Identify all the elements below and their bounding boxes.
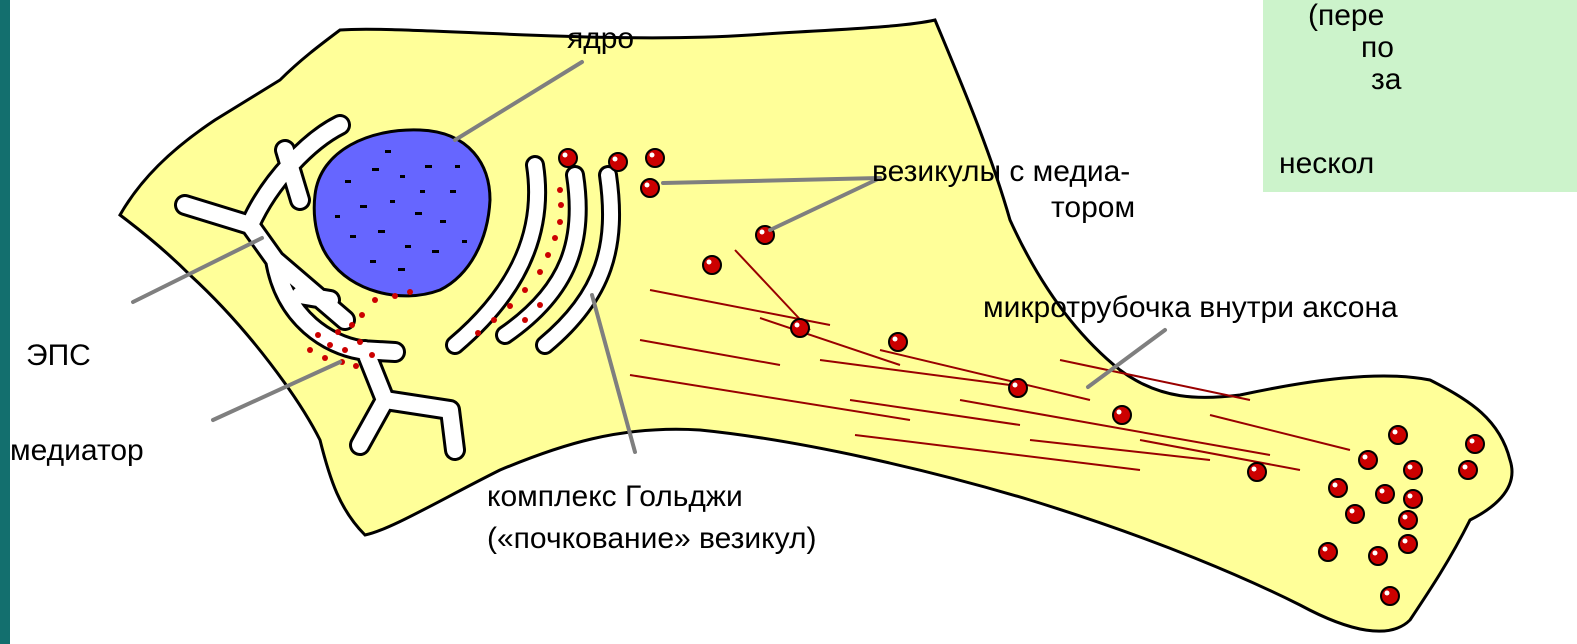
note-line-1: (пере xyxy=(1308,0,1384,32)
note-line-2: по xyxy=(1361,32,1394,64)
note-line-4: нескол xyxy=(1279,148,1374,180)
label-microtubule: микротрубочка внутри аксона xyxy=(983,289,1398,326)
label-eps: ЭПС xyxy=(26,337,91,374)
label-golgi-line1: комплекс Гольджи xyxy=(487,478,743,515)
label-vesicles-line1: везикулы с медиа- xyxy=(872,153,1130,190)
label-vesicles-line2: тором xyxy=(1051,189,1135,226)
note-line-3: за xyxy=(1371,64,1401,96)
label-nucleus: ядро xyxy=(567,20,634,57)
label-mediator: медиатор xyxy=(10,432,144,469)
note-box: (пере по за нескол xyxy=(1263,0,1577,192)
label-golgi-line2: («почкование» везикул) xyxy=(487,520,816,557)
